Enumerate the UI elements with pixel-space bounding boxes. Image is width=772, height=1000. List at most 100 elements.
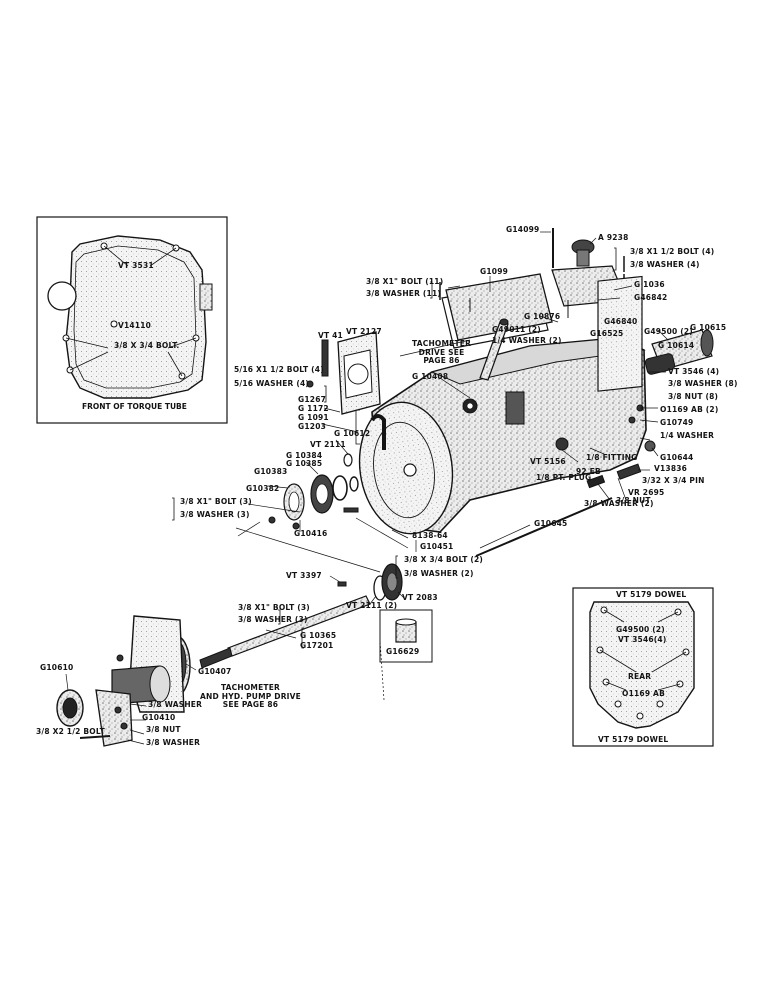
transmission-case: [358, 275, 647, 535]
label-washer11: 3/8 WASHER (11): [366, 289, 442, 298]
label-pin: 3/32 X 3/4 PIN: [642, 476, 705, 485]
label-nut8: 3/8 NUT (8): [668, 392, 719, 401]
label-vt3397: VT 3397: [286, 571, 322, 580]
label-g10410: G10410: [142, 713, 176, 722]
top-cover: [445, 273, 553, 341]
rear-extension: [56, 615, 191, 747]
leader-lines: [65, 231, 669, 745]
torque-tube-bore: [47, 281, 77, 311]
label-vt2083: VT 2083: [402, 593, 438, 602]
label-pt-plug: 1/8 PT. PLUG: [536, 473, 592, 482]
label-washer2-mid: 3/8 WASHER (2): [584, 499, 654, 508]
label-tach-hyd: TACHOMETER AND HYD. PUMP DRIVE SEE PAGE …: [200, 683, 301, 709]
label-g10612: G 10612: [334, 429, 371, 438]
label-g10416: G10416: [294, 529, 328, 538]
label-bolt-low: 3/8 X2 1/2 BOLT: [36, 727, 105, 736]
inset-left-v14110: V14110: [118, 321, 152, 330]
inset-left-vt3531: VT 3531: [118, 261, 154, 270]
label-g10615: G 10615: [690, 323, 727, 332]
tach-drive-shaft: [479, 318, 509, 381]
label-bolt4-left: 5/16 X1 1/2 BOLT (4): [234, 365, 324, 374]
label-g10365: G 10365: [300, 631, 337, 640]
label-nut-mid: 3/8 NUT: [616, 496, 651, 505]
label-washer3-low: 3/8 WASHER (3): [238, 615, 308, 624]
label-tach-drive: TACHOMETER DRIVE SEE PAGE 86: [412, 339, 472, 365]
label-o1169: O1169 AB (2): [660, 405, 719, 414]
main-shaft: [199, 563, 403, 669]
label-fitting: 1/8 FITTING: [586, 453, 638, 462]
label-washer2-top: 1/4 WASHER (2): [492, 336, 562, 345]
label-b138: 8138-64: [412, 531, 448, 540]
label-washer2-low: 3/8 WASHER (2): [404, 569, 474, 578]
label-vt3546: VT 3546 (4): [668, 367, 720, 376]
label-vt2111-b: VT 2111 (2): [346, 601, 398, 610]
label-g10382: G10382: [246, 484, 280, 493]
label-g10407: G10407: [198, 667, 232, 676]
label-washer-r: 1/4 WASHER: [660, 431, 715, 440]
label-washer-low2: 3/8 WASHER: [146, 738, 201, 747]
brackets: [172, 247, 644, 649]
label-vt2111-a: VT 2111: [310, 440, 346, 449]
label-washer4-left: 5/16 WASHER (4): [234, 379, 310, 388]
label-g10749: G10749: [660, 418, 694, 427]
label-washer3-left: 3/8 WASHER (3): [180, 510, 250, 519]
label-g14099: G14099: [506, 225, 540, 234]
label-g10644: G10644: [660, 453, 694, 462]
label-washer4-top: 3/8 WASHER (4): [630, 260, 700, 269]
label-g46840: G46840: [604, 317, 638, 326]
label-g10610: G10610: [40, 663, 74, 672]
label-vt5156: VT 5156: [530, 457, 566, 466]
inset-right-o1169: O1169 AB: [622, 689, 665, 698]
label-g1172: G 1172: [298, 404, 329, 413]
inset-right-g49500: G49500 (2): [616, 625, 665, 634]
label-eb: 92 EB: [576, 467, 601, 476]
label-g10384: G 10384: [286, 451, 323, 460]
label-g10451: G10451: [420, 542, 454, 551]
inset-right-dowel-bottom: VT 5179 DOWEL: [598, 735, 669, 744]
label-g1203: G1203: [298, 422, 327, 431]
label-g49500: G49500 (2): [644, 327, 693, 336]
output-parts: [586, 329, 714, 489]
inset-right-dowel-top: VT 5179 DOWEL: [616, 590, 687, 599]
label-g49011: G49011 (2): [492, 325, 541, 334]
label-g1267: G1267: [298, 395, 327, 404]
label-bolt3-low: 3/8 X1" BOLT (3): [238, 603, 310, 612]
label-g10614: G 10614: [658, 341, 695, 350]
label-v13836: V13836: [654, 464, 688, 473]
label-g10645: G10645: [534, 519, 568, 528]
inset-left-bolt: 3/8 X 3/4 BOLT.: [114, 341, 180, 350]
label-g10383: G10383: [254, 467, 288, 476]
label-washer8: 3/8 WASHER (8): [668, 379, 738, 388]
g16629-box: [379, 609, 433, 663]
label-vt2127: VT 2127: [346, 327, 382, 336]
label-g1099: G1099: [480, 267, 509, 276]
label-g10408: G 10408: [412, 372, 449, 381]
label-g16629: G16629: [386, 647, 420, 656]
inset-right-vt3546: VT 3546(4): [618, 635, 667, 644]
inset-right-rear: REAR: [628, 672, 652, 681]
label-bolt11: 3/8 X1" BOLT (11): [366, 277, 444, 286]
label-g46842: G46842: [634, 293, 668, 302]
label-g10385: G 10385: [286, 459, 323, 468]
label-bolt3-left: 3/8 X1" BOLT (3): [180, 497, 252, 506]
inset-rear-gasket: [572, 587, 714, 747]
label-g1091: G 1091: [298, 413, 329, 422]
label-vr2695: VR 2695: [628, 488, 665, 497]
label-a9238: A 9238: [598, 233, 629, 242]
label-g10876: G 10876: [524, 312, 561, 321]
inset-left-caption: FRONT OF TORQUE TUBE: [82, 402, 187, 411]
inset-torque-tube: [36, 216, 228, 424]
label-vt41: VT 41: [318, 331, 343, 340]
label-bolt4-top: 3/8 X1 1/2 BOLT (4): [630, 247, 715, 256]
label-washer-low: 3/8 WASHER: [148, 700, 203, 709]
label-g16525: G16525: [590, 329, 624, 338]
rear-plate: [589, 601, 695, 729]
label-g17201: G17201: [300, 641, 334, 650]
long-rod: [475, 497, 613, 557]
label-nut-low: 3/8 NUT: [146, 725, 181, 734]
bearing-stack: [268, 453, 359, 530]
label-bolt2-mid: 3/8 X 3/4 BOLT (2): [404, 555, 483, 564]
label-g1036: G 1036: [634, 280, 665, 289]
front-gasket-assembly: [306, 331, 381, 415]
